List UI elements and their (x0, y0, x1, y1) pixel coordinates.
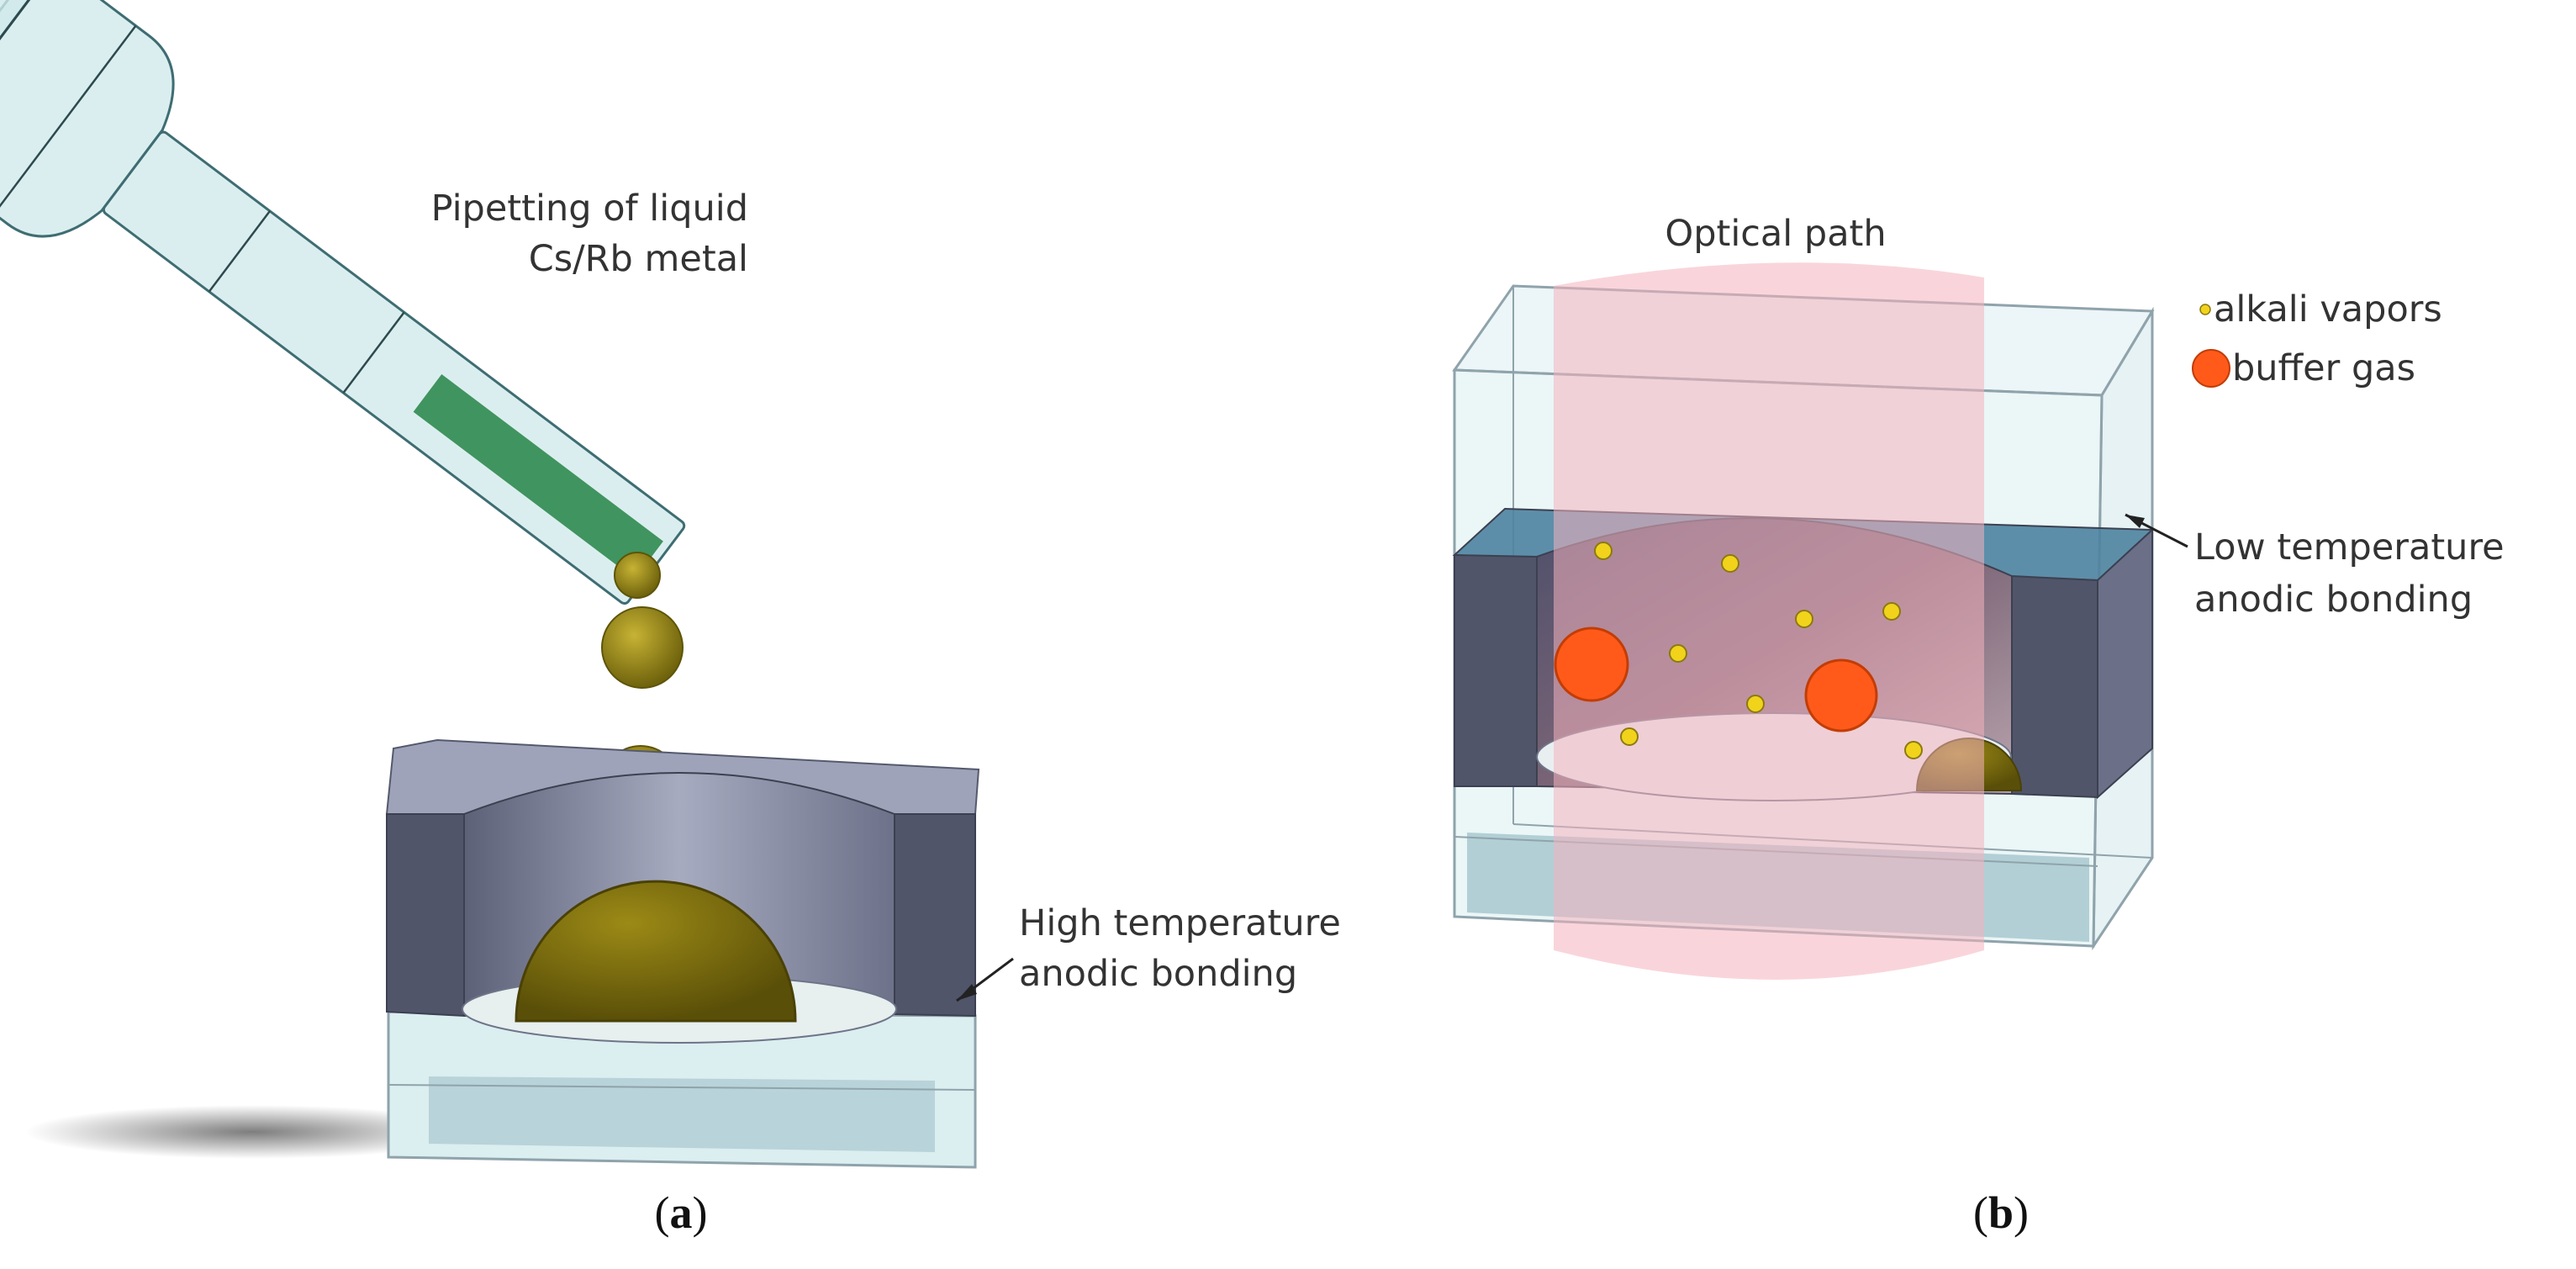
cell-block-a (385, 738, 980, 1169)
alkali-particle (1746, 695, 1765, 713)
legend-alkali-swatch (2199, 304, 2211, 315)
pipette (0, 0, 686, 605)
alkali-particle (1795, 610, 1813, 628)
label-bonding-b-line2: anodic bonding (2194, 579, 2473, 621)
alkali-particle (1669, 644, 1687, 663)
alkali-particle (1620, 727, 1639, 746)
alkali-particle (1882, 602, 1901, 621)
caption-b: (b) (1973, 1187, 2029, 1238)
buffer-gas-particle (1804, 658, 1878, 732)
alkali-particle (1594, 542, 1613, 560)
label-pipetting-line1: Pipetting of liquid (431, 188, 748, 230)
panel-b: Optical path alkali vapors buffer gas Lo… (1452, 213, 2505, 1238)
metal-blob-a (515, 880, 797, 1023)
legend-buffer-label: buffer gas (2232, 347, 2415, 389)
label-bonding-a-line2: anodic bonding (1019, 953, 1297, 995)
droplet-tip (614, 552, 661, 599)
alkali-particle (1721, 554, 1739, 573)
label-bonding-b-line1: Low temperature (2194, 526, 2505, 568)
legend-buffer-swatch (2192, 349, 2230, 388)
label-bonding-a-line1: High temperature (1019, 902, 1341, 944)
droplet-falling-1 (601, 606, 684, 689)
buffer-gas-particle (1554, 627, 1629, 702)
label-pipetting-line2: Cs/Rb metal (529, 238, 748, 280)
alkali-particle (1904, 741, 1923, 759)
optical-path-beam (1554, 262, 1984, 980)
caption-a: (a) (655, 1187, 708, 1238)
floor-shadow (25, 1105, 479, 1159)
legend-alkali-label: alkali vapors (2214, 288, 2442, 330)
panel-a: Pipetting of liquid Cs/Rb metal High tem… (0, 0, 1341, 1238)
liquid-metal-column (413, 374, 663, 579)
label-optical-path: Optical path (1665, 213, 1886, 255)
